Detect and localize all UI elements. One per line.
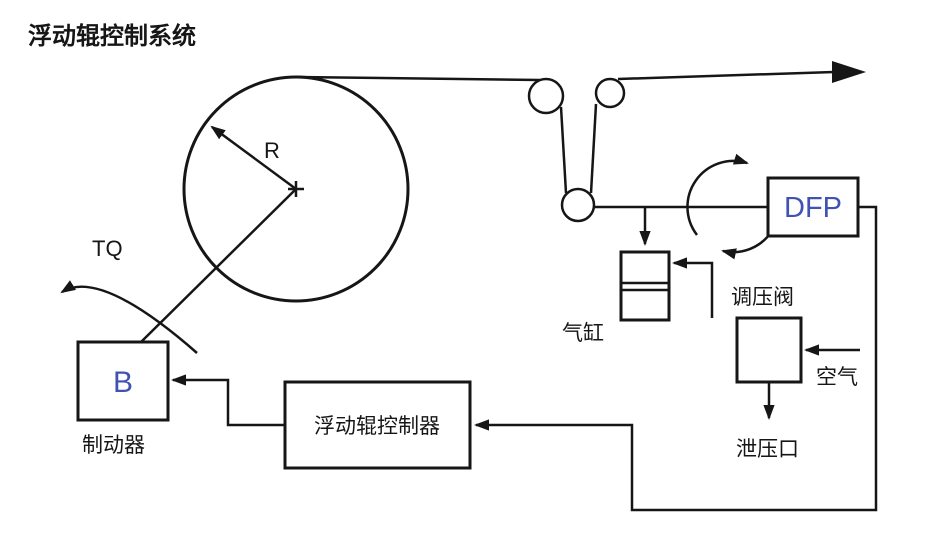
- valve-to-cylinder-line: [671, 257, 714, 318]
- web-span-down-right: [589, 103, 598, 194]
- radius-arrow: [210, 125, 297, 191]
- dfp-rotation-arrow-up: [686, 153, 749, 236]
- idler-roller-left: [527, 77, 565, 115]
- dancer-roller: [560, 187, 596, 223]
- brake-symbol: B: [113, 366, 133, 399]
- web-exit-line: [617, 70, 835, 81]
- idler-roller-right: [594, 77, 626, 109]
- brake-label: 制动器: [82, 434, 145, 457]
- radius-label: R: [264, 138, 280, 163]
- dfp-label: DFP: [784, 192, 842, 224]
- roll-shaft-line: [139, 188, 297, 344]
- air-label: 空气: [816, 366, 858, 389]
- torque-arrow: [60, 280, 198, 354]
- torque-label: TQ: [92, 236, 123, 261]
- valve-label: 调压阀: [731, 286, 794, 309]
- dfp-box: [766, 176, 860, 238]
- cylinder-label: 气缸: [562, 322, 604, 345]
- web-exit-arrowhead: [832, 61, 866, 83]
- controller-to-brake-line: [170, 374, 285, 427]
- brake-box: [76, 340, 170, 422]
- controller-label: 浮动辊控制器: [314, 415, 440, 438]
- web-span-down-left: [559, 106, 568, 194]
- dfp-to-controller-line: [473, 205, 878, 512]
- diagram-title: 浮动辊控制系统: [28, 22, 196, 50]
- cylinder-body: [619, 250, 671, 322]
- relief-label: 泄压口: [736, 438, 799, 461]
- web-span-roll-to-roller: [295, 75, 541, 82]
- valve-box: [735, 316, 803, 384]
